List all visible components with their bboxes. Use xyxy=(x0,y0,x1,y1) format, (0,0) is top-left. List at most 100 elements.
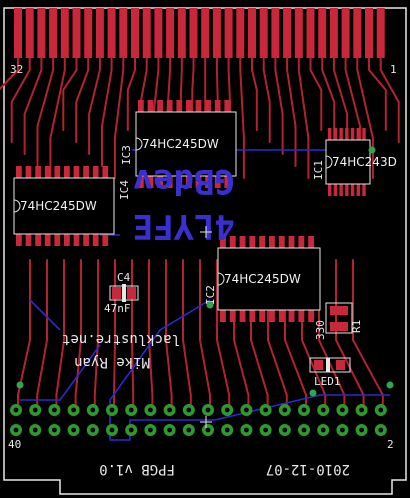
edge-finger xyxy=(142,8,151,58)
chip-pad xyxy=(308,310,315,322)
trace xyxy=(239,57,245,179)
trace xyxy=(165,259,173,411)
chip-pad xyxy=(356,128,360,140)
chip-pad xyxy=(220,236,226,248)
edge-pin-left-label: 32 xyxy=(10,63,23,76)
trace xyxy=(93,259,99,411)
board-title: FPGB v1.0 xyxy=(99,461,175,477)
chip-pad xyxy=(339,184,343,196)
header-pad-hole xyxy=(167,427,173,433)
header-pad-hole xyxy=(32,407,38,413)
chip-pad xyxy=(64,234,70,246)
ic-chips: 74HC245DWIC374HC245DWIC474HC243DIC174HC2… xyxy=(13,100,397,322)
edge-pin-right-label: 1 xyxy=(390,63,397,76)
chip-pad xyxy=(205,176,211,188)
edge-finger xyxy=(376,8,385,58)
chip-pad xyxy=(138,176,144,188)
edge-finger xyxy=(271,8,280,58)
header-pad-hole xyxy=(359,427,364,433)
header-pad-hole xyxy=(186,427,192,433)
chip-pad xyxy=(16,234,22,246)
chip-pad xyxy=(278,236,285,248)
trace xyxy=(379,57,400,143)
header-pad-hole xyxy=(282,427,288,433)
chip-pad xyxy=(269,310,275,322)
chip-pad xyxy=(166,176,173,188)
title-mirrored-text: FPGB v1.0 2010-12-07 xyxy=(99,461,350,477)
edge-finger xyxy=(84,8,93,58)
trace xyxy=(126,57,136,131)
trace xyxy=(321,57,336,143)
chip-body xyxy=(135,111,237,177)
header-pad-hole xyxy=(148,407,153,413)
chip-pad xyxy=(157,100,163,112)
chip-pad xyxy=(362,128,366,140)
chip-pad xyxy=(92,234,99,246)
chip-pad xyxy=(35,166,41,178)
chip-pad xyxy=(195,100,202,112)
header-pad-hole xyxy=(378,427,384,433)
chip-pad xyxy=(186,176,192,188)
chip-pad xyxy=(298,310,305,322)
chip-pad xyxy=(249,310,256,322)
chip-ref-label: IC3 xyxy=(120,145,133,165)
header-pad-hole xyxy=(71,427,76,433)
edge-connector xyxy=(14,8,385,58)
trace xyxy=(36,259,48,411)
trace xyxy=(101,57,113,167)
chip-pad xyxy=(345,128,349,140)
chip-pad xyxy=(239,236,246,248)
chip-pad xyxy=(339,128,343,140)
trace xyxy=(49,57,66,179)
chip-part-label: 74HC245DW xyxy=(20,199,97,213)
chip-pad xyxy=(214,100,221,112)
header-pad-hole xyxy=(128,407,134,413)
trace xyxy=(113,57,125,179)
chip-pad xyxy=(350,128,355,140)
trace xyxy=(62,57,78,131)
via xyxy=(309,389,317,397)
chip-pad xyxy=(35,234,41,246)
chip-pad xyxy=(259,310,266,322)
chip-body xyxy=(217,247,321,311)
trace xyxy=(191,57,195,131)
edge-finger xyxy=(177,8,186,58)
chip-pad xyxy=(224,176,231,188)
edge-finger xyxy=(224,8,233,58)
edge-finger xyxy=(365,8,373,58)
trace xyxy=(262,57,271,143)
pin-header xyxy=(10,146,394,436)
author-line1: Mike Ryan xyxy=(74,354,150,370)
trace xyxy=(55,259,65,411)
blue-text-line1: GBdev xyxy=(133,161,235,201)
header-pad-hole xyxy=(320,407,326,413)
chip-pad xyxy=(259,236,266,248)
chip-pad xyxy=(229,236,236,248)
chip-pad xyxy=(333,184,338,196)
trace xyxy=(23,57,43,155)
chip-pad xyxy=(288,236,295,248)
header-pad-hole xyxy=(71,407,76,413)
edge-finger xyxy=(72,8,81,58)
header-pad-hole xyxy=(282,407,288,413)
chip-pad xyxy=(166,100,173,112)
header-pad-hole xyxy=(109,427,115,433)
chip-pad xyxy=(176,100,183,112)
r1-ref: R1 xyxy=(350,320,363,333)
header-pad-hole xyxy=(90,427,96,433)
chip-ref-label: IC1 xyxy=(312,160,325,180)
origin-markers xyxy=(200,226,212,428)
header-pad-hole xyxy=(320,427,326,433)
trace xyxy=(297,57,310,179)
trace xyxy=(88,57,101,155)
edge-finger xyxy=(131,8,139,58)
trace xyxy=(251,57,258,131)
edge-finger xyxy=(60,8,69,58)
chip-notch xyxy=(325,155,333,169)
chip-pad xyxy=(64,166,70,178)
chip-pad xyxy=(229,310,236,322)
edge-finger xyxy=(14,8,22,58)
